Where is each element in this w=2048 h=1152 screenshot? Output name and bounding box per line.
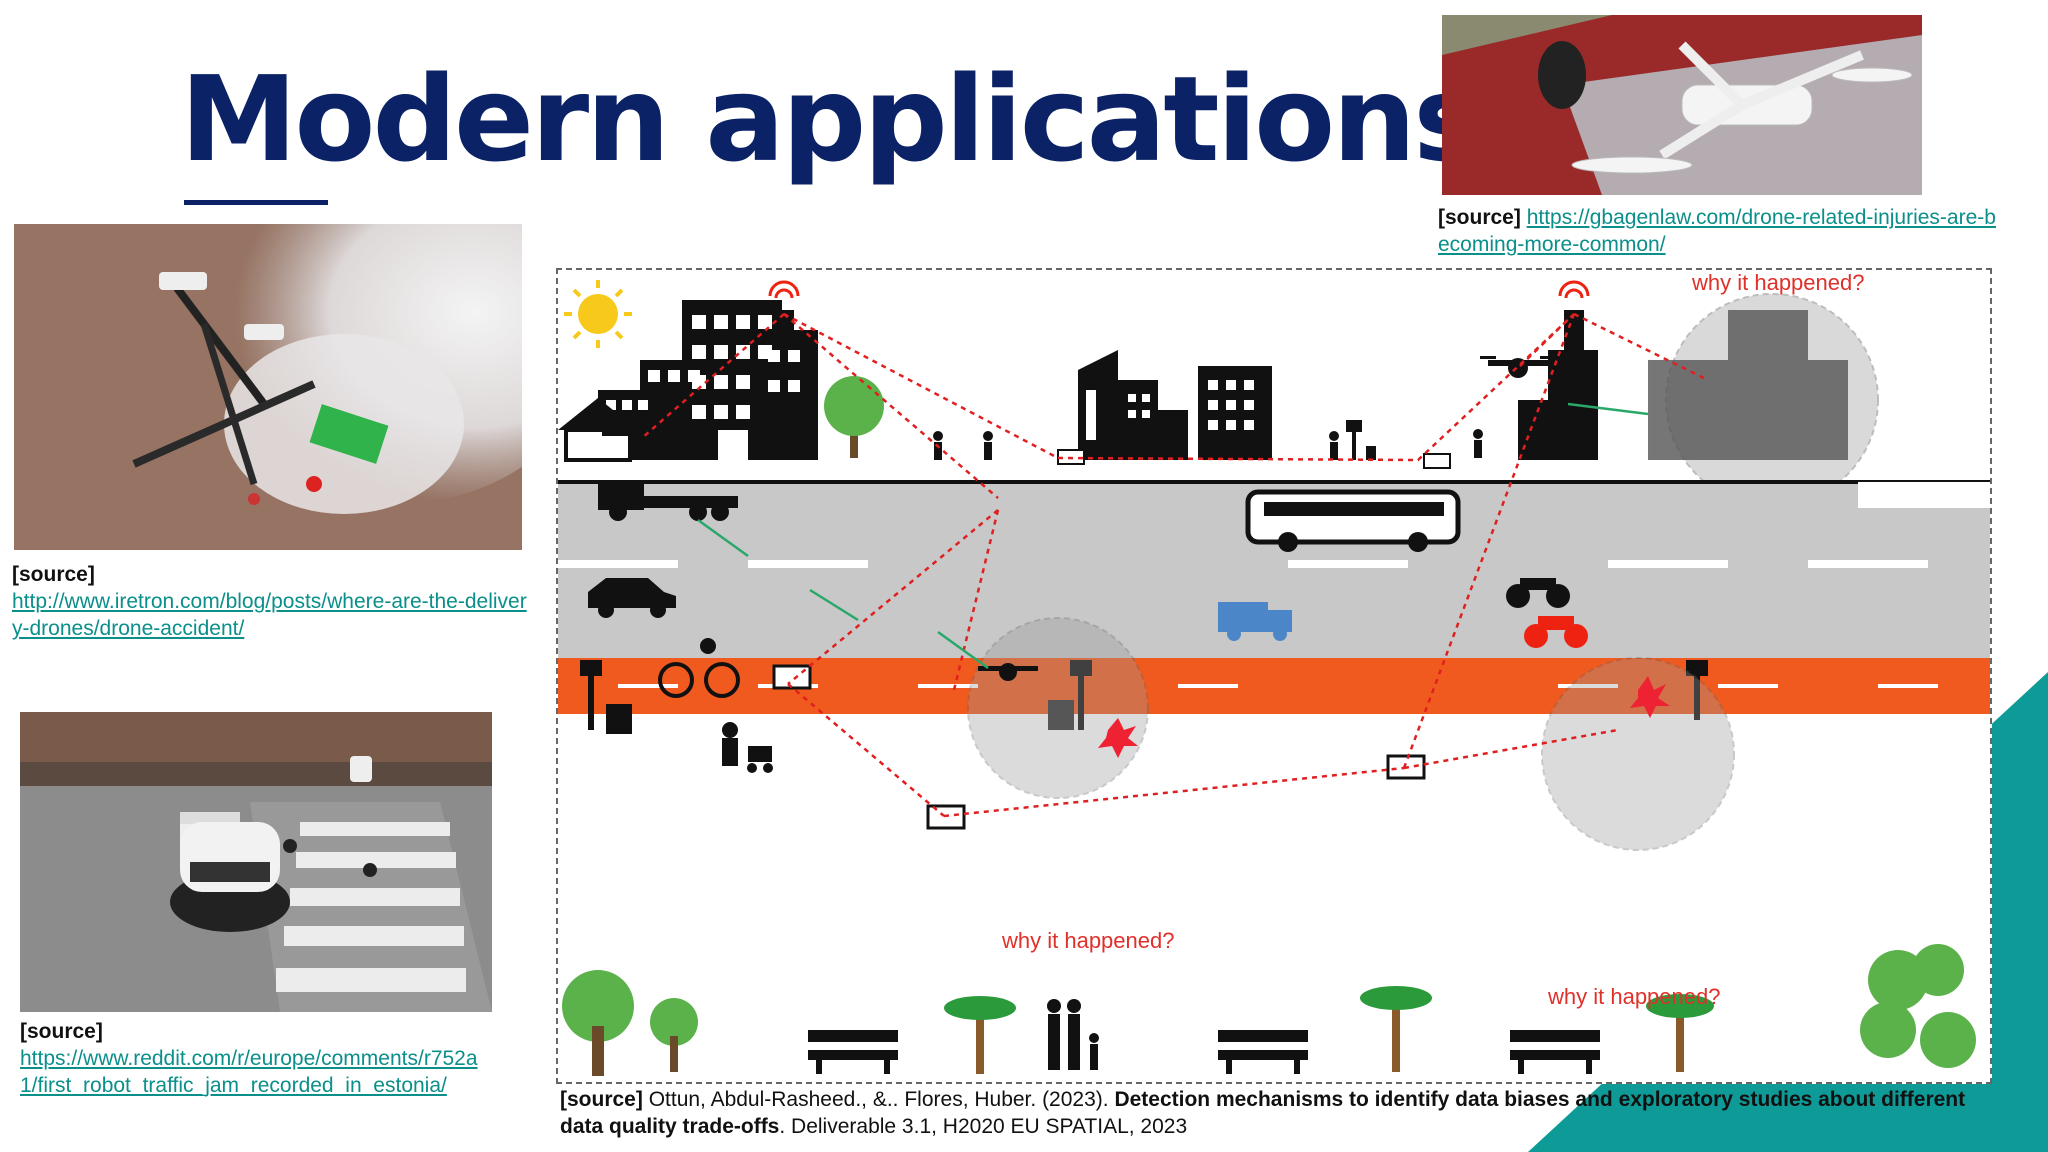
robot-crosswalk-image	[20, 712, 492, 1012]
title-underline	[184, 200, 328, 205]
source-link-reddit[interactable]: https://www.reddit.com/r/europe/comments…	[20, 1047, 478, 1097]
citation-authors: Ottun, Abdul-Rasheed., &.. Flores, Huber…	[642, 1088, 1115, 1111]
building-icon	[558, 300, 818, 462]
truck-icon	[1218, 602, 1292, 641]
citation-rest: . Deliverable 3.1, H2020 EU SPATIAL, 202…	[779, 1115, 1188, 1138]
drone-icon	[1480, 356, 1556, 378]
drone-icon	[978, 663, 1038, 681]
drone-accident-image	[14, 224, 522, 550]
truck-icon	[598, 480, 738, 521]
citation-title: Detection mechanisms to identify data bi…	[560, 1088, 1966, 1138]
street-lamp-icon	[580, 660, 1708, 730]
tree-icon	[562, 970, 698, 1076]
smart-city-illustration: why it happened? why it happened? why it…	[556, 268, 1992, 1084]
why-label-top: why it happened?	[1691, 270, 1864, 295]
why-label-bottom: why it happened?	[1547, 984, 1720, 1009]
cyclist-icon	[658, 638, 740, 698]
stroller-icon	[722, 722, 773, 773]
source-label: [source]	[20, 1020, 103, 1043]
pedestrian-icon	[933, 429, 1483, 460]
building-icon	[1648, 310, 1848, 460]
motorcycle-icon	[1524, 616, 1588, 648]
antenna-icon	[768, 280, 800, 346]
source-label: [source]	[1438, 206, 1521, 229]
citation: [source] Ottun, Abdul-Rasheed., &.. Flor…	[560, 1086, 2000, 1140]
source-left-top: [source] http://www.iretron.com/blog/pos…	[12, 561, 532, 642]
bus-icon	[1245, 489, 1461, 552]
source-top-right: [source] https://gbagenlaw.com/drone-rel…	[1438, 204, 1998, 258]
street-lamp-icon	[1346, 420, 1362, 460]
citation-label: [source]	[560, 1088, 643, 1111]
trash-bin-icon	[606, 700, 1074, 734]
bench-icon	[808, 1030, 1600, 1074]
antenna-icon	[1558, 280, 1590, 350]
sun-icon	[564, 280, 632, 348]
why-label-middle: why it happened?	[1001, 928, 1174, 953]
source-link-gbagenlaw[interactable]: https://gbagenlaw.com/drone-related-inju…	[1438, 206, 1996, 256]
car-icon	[588, 578, 676, 618]
building-icon	[1078, 350, 1272, 460]
tree-icon	[824, 376, 884, 458]
trash-bin-icon	[1366, 446, 1376, 460]
explosion-icon	[1098, 676, 1670, 758]
drone-accident-photo	[14, 224, 522, 550]
family-icon	[1047, 999, 1099, 1070]
robot-traffic-jam-photo	[20, 712, 492, 1012]
source-link-iretron[interactable]: http://www.iretron.com/blog/posts/where-…	[12, 590, 527, 640]
page-title: Modern applications	[180, 50, 1483, 188]
drone-car-image	[1442, 15, 1922, 195]
motorcycle-icon	[1506, 578, 1570, 608]
source-left-bottom: [source] https://www.reddit.com/r/europe…	[20, 1018, 480, 1099]
source-label: [source]	[12, 563, 95, 586]
palm-tree-icon	[944, 986, 1714, 1074]
tree-icon	[1860, 944, 1976, 1068]
drone-windshield-photo	[1442, 15, 1922, 195]
